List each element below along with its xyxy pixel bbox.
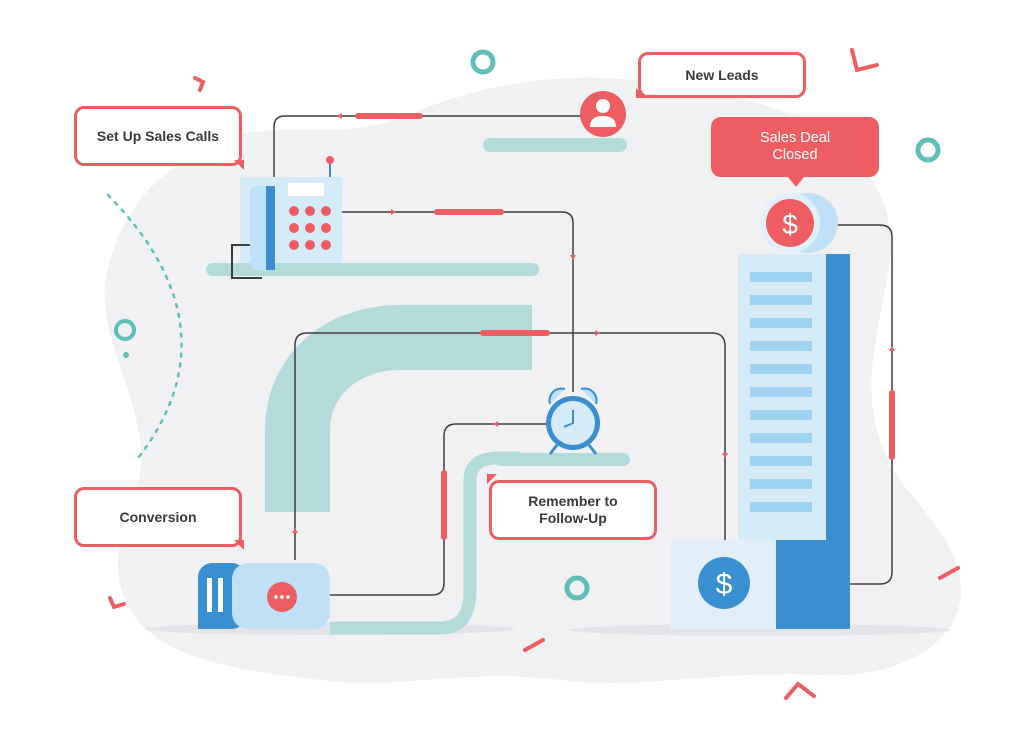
- tower-building-icon: [670, 254, 850, 629]
- callout-remember-follow-up: Remember to Follow-Up: [489, 480, 657, 540]
- callout-tail-remember: [487, 474, 497, 484]
- teal-dot: [123, 352, 129, 358]
- teal-pipe: [265, 305, 532, 512]
- teal-ring-2: [915, 137, 941, 163]
- dollar-sign-icon: $: [698, 557, 750, 609]
- svg-text:$: $: [782, 209, 798, 240]
- alarm-clock-icon: [546, 387, 600, 455]
- desk-phone-icon: [231, 156, 342, 279]
- callout-conversion: Conversion: [74, 487, 242, 547]
- teal-ring-4: [564, 575, 590, 601]
- label-sales-deal-line2: Closed: [772, 147, 818, 163]
- label-conversion: Conversion: [119, 508, 197, 525]
- svg-text:$: $: [716, 568, 733, 601]
- chat-machine-icon: [198, 563, 330, 629]
- callout-set-up-sales-calls: Set Up Sales Calls: [74, 106, 242, 166]
- callout-tail-new-leads: [636, 88, 646, 98]
- direction-arrows: [292, 113, 895, 533]
- callout-tail-conversion: [234, 540, 244, 550]
- clock-shelf: [495, 453, 630, 466]
- phone-shelf: [206, 263, 539, 276]
- label-sales-deal-line1: Sales Deal: [759, 130, 831, 146]
- ground-shadow-right: [570, 624, 950, 636]
- label-remember-line2: Follow-Up: [539, 510, 607, 526]
- callout-new-leads: New Leads: [638, 52, 806, 98]
- confetti: [108, 48, 960, 700]
- line-accents: [355, 113, 895, 540]
- callout-sales-deal-closed: Sales Deal Closed: [711, 117, 879, 177]
- label-new-leads: New Leads: [685, 66, 759, 83]
- label-set-up-sales-calls: Set Up Sales Calls: [96, 127, 220, 144]
- teal-tube: [330, 451, 520, 635]
- dollar-coin-icon: $: [760, 193, 838, 253]
- callout-tail-sales-deal: [788, 177, 804, 187]
- teal-ring-1: [470, 49, 496, 75]
- top-shelf: [483, 138, 627, 152]
- label-remember-line1: Remember to: [528, 493, 618, 509]
- callout-tail-set-up-sales-calls: [234, 160, 244, 170]
- user-avatar-icon: [580, 91, 626, 137]
- teal-ring-3: [114, 319, 136, 341]
